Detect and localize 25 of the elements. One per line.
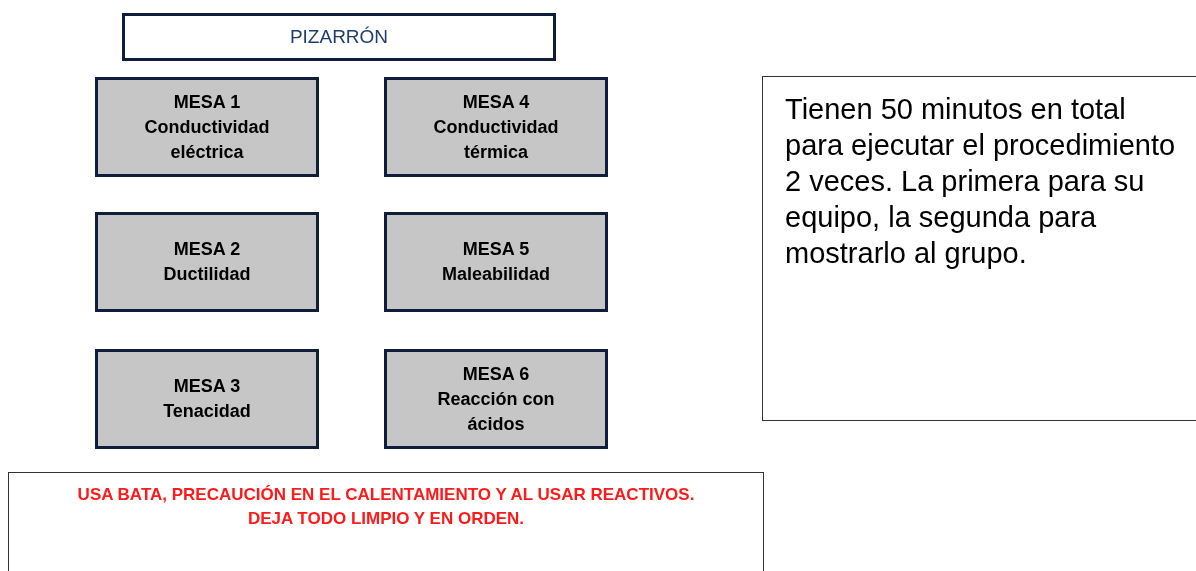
- table-box: [95, 349, 319, 449]
- warning-text: DEJA TODO LIMPIO Y EN ORDEN.: [247, 508, 525, 530]
- table-number: MESA 1: [173, 90, 241, 114]
- table-box: [95, 212, 319, 312]
- table-number: MESA 5: [462, 238, 530, 261]
- table-box: [384, 212, 608, 312]
- table-box: [384, 77, 608, 177]
- table-topic: Maleabilidad: [442, 263, 550, 286]
- table-number: MESA 3: [173, 375, 241, 398]
- note-box: [762, 76, 1196, 421]
- warning-box: [8, 472, 764, 571]
- blackboard: [122, 13, 556, 61]
- table-box: [95, 77, 319, 177]
- table-topic: Reacción con ácidos: [436, 387, 556, 436]
- table-topic: Ductilidad: [163, 263, 251, 286]
- table-box: [384, 349, 608, 449]
- warning-text: USA BATA, PRECAUCIÓN EN EL CALENTAMIENTO Y AL USAR REACTIVOS.: [77, 484, 695, 506]
- table-number: MESA 4: [462, 90, 530, 114]
- table-number: MESA 2: [173, 238, 241, 261]
- board-label: PIZARRÓN: [289, 26, 389, 48]
- table-topic: Conductividad térmica: [432, 115, 560, 164]
- table-topic: Conductividad eléctrica: [143, 115, 271, 164]
- table-topic: Tenacidad: [163, 400, 251, 423]
- table-number: MESA 6: [462, 362, 530, 386]
- instruction-text: Tienen 50 minutos en total para ejecutar el procedimiento 2 veces. La primera para su equipo, la segunda para mostrarlo al grupo.: [785, 92, 1177, 271]
